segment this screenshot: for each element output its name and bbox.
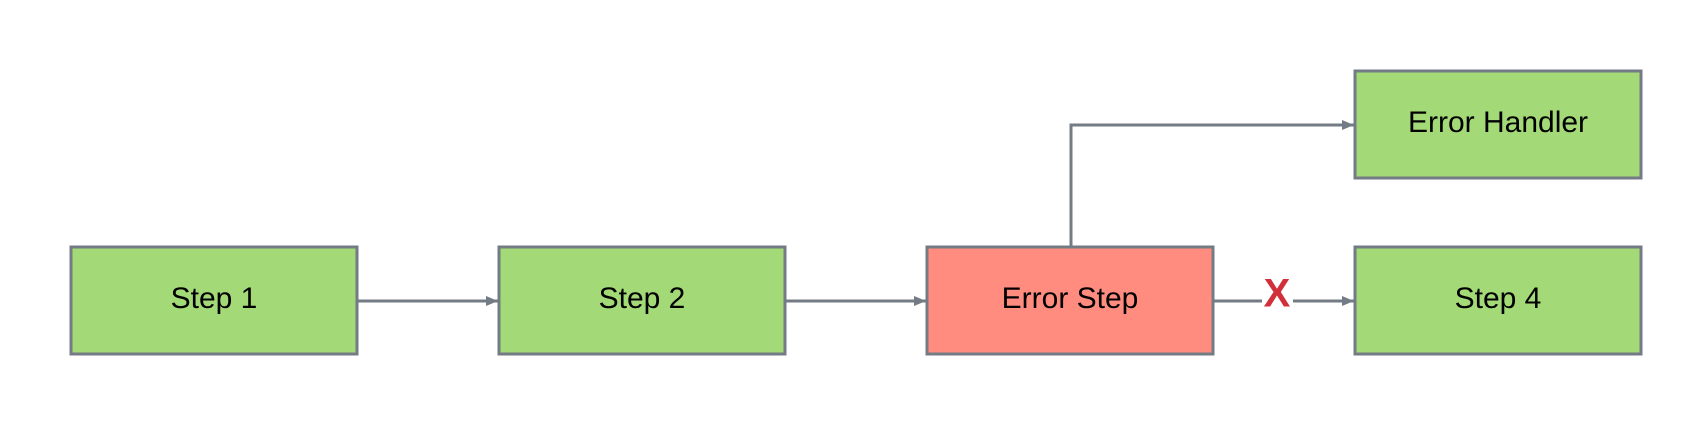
node-step2-label: Step 2	[599, 282, 686, 315]
node-step1-label: Step 1	[171, 282, 258, 315]
node-error-handler-label: Error Handler	[1408, 106, 1588, 139]
node-error-handler-box	[1353, 69, 1643, 180]
node-error-handler[interactable]: Error Handler	[1353, 69, 1643, 180]
node-step1[interactable]: Step 1	[69, 245, 359, 356]
node-step4-box	[1353, 245, 1643, 356]
node-step2[interactable]: Step 2	[497, 245, 787, 356]
edge-error-step-to-error-handler	[1069, 120, 1354, 247]
node-error-step-box	[925, 245, 1215, 356]
failed-transition-marker: X	[1264, 272, 1291, 316]
node-step1-box	[69, 245, 359, 356]
node-error-step-label: Error Step	[1002, 282, 1139, 315]
node-error-step[interactable]: Error Step	[925, 245, 1215, 356]
node-step4-label: Step 4	[1455, 282, 1542, 315]
node-step4[interactable]: Step 4	[1353, 245, 1643, 356]
node-step2-box	[497, 245, 787, 356]
